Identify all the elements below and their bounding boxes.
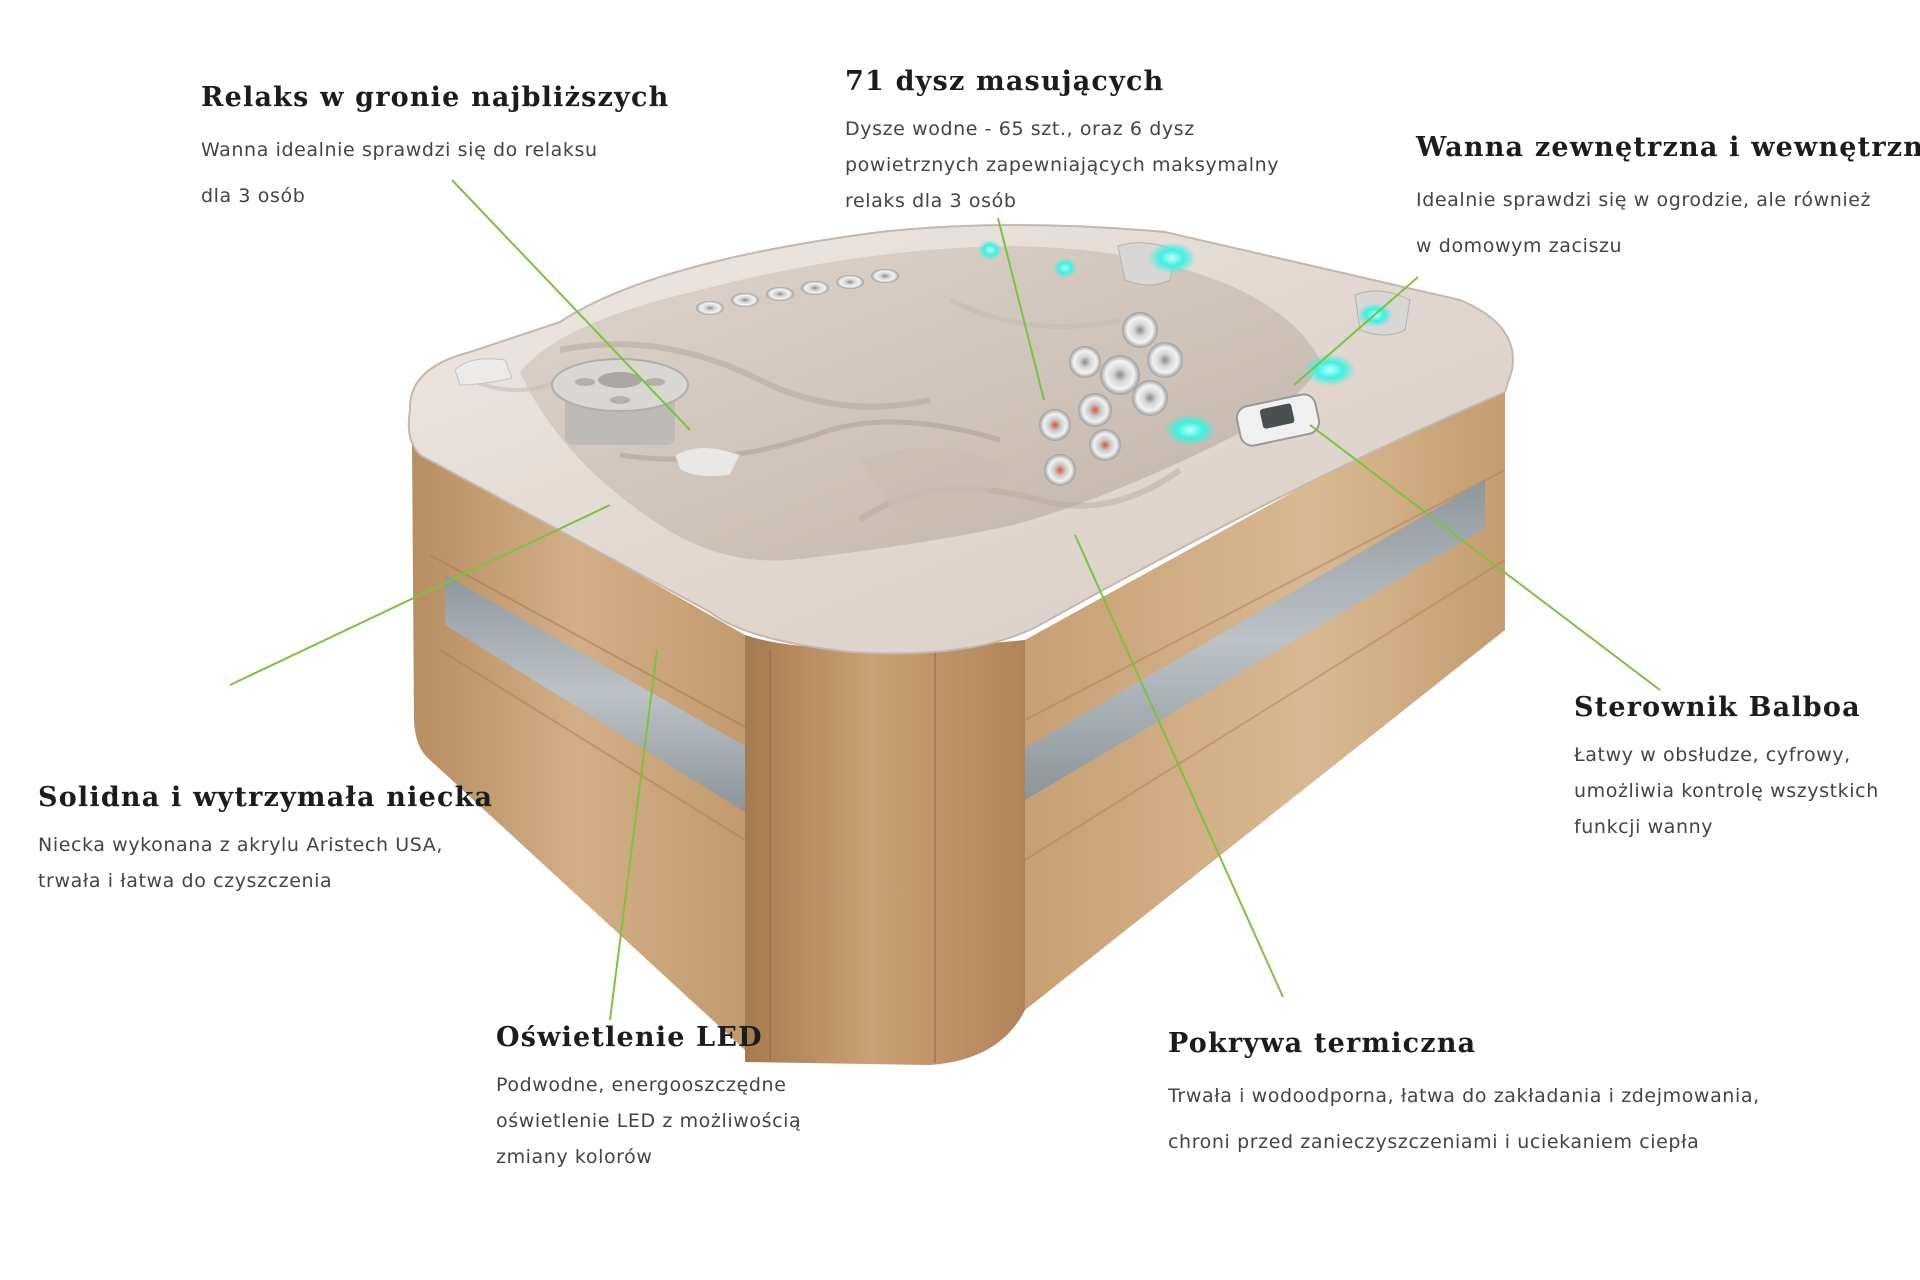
callout-cover-line-1: Trwała i wodoodporna, łatwa do zakładani…	[1168, 1085, 1760, 1107]
callout-jets-line-2: powietrznych zapewniających maksymalny	[845, 154, 1280, 176]
leader-line-shell	[229, 504, 611, 686]
callout-control: Sterownik Balboa Łatwy w obsłudze, cyfro…	[1574, 692, 1904, 845]
callout-control-line-2: umożliwia kontrolę wszystkich	[1574, 780, 1879, 802]
filter-canister	[551, 358, 689, 445]
leader-line-led	[609, 649, 658, 1021]
leader-line-jets	[997, 217, 1045, 401]
callout-outdoor-line-1: Idealnie sprawdzi się w ogrodzie, ale ró…	[1416, 189, 1872, 211]
callout-cover-line-2: chroni przed zanieczyszczeniami i ucieka…	[1168, 1131, 1700, 1153]
leader-line-control	[1309, 424, 1661, 691]
callout-shell: Solidna i wytrzymała niecka Niecka wykon…	[38, 782, 498, 899]
callout-jets-line-1: Dysze wodne - 65 szt., oraz 6 dysz	[845, 118, 1195, 140]
leader-lines	[229, 179, 1661, 1021]
callout-jets-line-3: relaks dla 3 osób	[845, 190, 1017, 212]
led-lights	[978, 240, 1393, 446]
callout-relax: Relaks w gronie najbliższych Wanna ideal…	[201, 82, 670, 219]
callout-jets-title: 71 dysz masujących	[845, 66, 1165, 97]
leader-line-outdoor	[1293, 276, 1419, 386]
callout-led-line-1: Podwodne, energooszczędne	[496, 1074, 787, 1096]
callout-led-line-2: oświetlenie LED z możliwością	[496, 1110, 802, 1132]
callout-cover-title: Pokrywa termiczna	[1168, 1028, 1477, 1059]
back-wall-jets	[696, 269, 899, 315]
callout-outdoor-title: Wanna zewnętrzna i wewnętrzna	[1416, 132, 1920, 163]
control-panel	[1235, 393, 1321, 447]
callout-outdoor: Wanna zewnętrzna i wewnętrzna Idealnie s…	[1416, 132, 1920, 269]
callout-shell-line-1: Niecka wykonana z akrylu Aristech USA,	[38, 834, 444, 856]
callout-led-line-3: zmiany kolorów	[496, 1146, 653, 1168]
headrest-left	[454, 358, 513, 386]
leader-line-relax	[451, 179, 691, 431]
callout-cover: Pokrywa termiczna Trwała i wodoodporna, …	[1168, 1028, 1868, 1165]
cabinet-right-face	[1025, 375, 1505, 1010]
callout-control-title: Sterownik Balboa	[1574, 692, 1861, 723]
callout-relax-line-2: dla 3 osób	[201, 185, 306, 207]
cabinet-left-band	[445, 575, 745, 812]
callout-shell-title: Solidna i wytrzymała niecka	[38, 782, 494, 813]
callout-led-title: Oświetlenie LED	[496, 1022, 763, 1053]
callout-shell-line-2: trwała i łatwa do czyszczenia	[38, 870, 333, 892]
leader-line-cover	[1074, 534, 1284, 998]
callout-led: Oświetlenie LED Podwodne, energooszczędn…	[496, 1022, 876, 1175]
callout-jets: 71 dysz masujących Dysze wodne - 65 szt.…	[845, 66, 1315, 219]
callout-control-line-1: Łatwy w obsłudze, cyfrowy,	[1574, 744, 1851, 766]
cabinet-right-band	[1025, 480, 1485, 800]
seat-jets	[1039, 312, 1183, 486]
cabinet-left-face	[412, 445, 745, 1050]
callout-control-line-3: funkcji wanny	[1574, 816, 1714, 838]
cabinet-corner-post	[745, 635, 1025, 1065]
callout-outdoor-line-2: w domowym zaciszu	[1416, 235, 1623, 257]
callout-relax-line-1: Wanna idealnie sprawdzi się do relaksu	[201, 139, 598, 161]
callout-relax-title: Relaks w gronie najbliższych	[201, 82, 670, 113]
